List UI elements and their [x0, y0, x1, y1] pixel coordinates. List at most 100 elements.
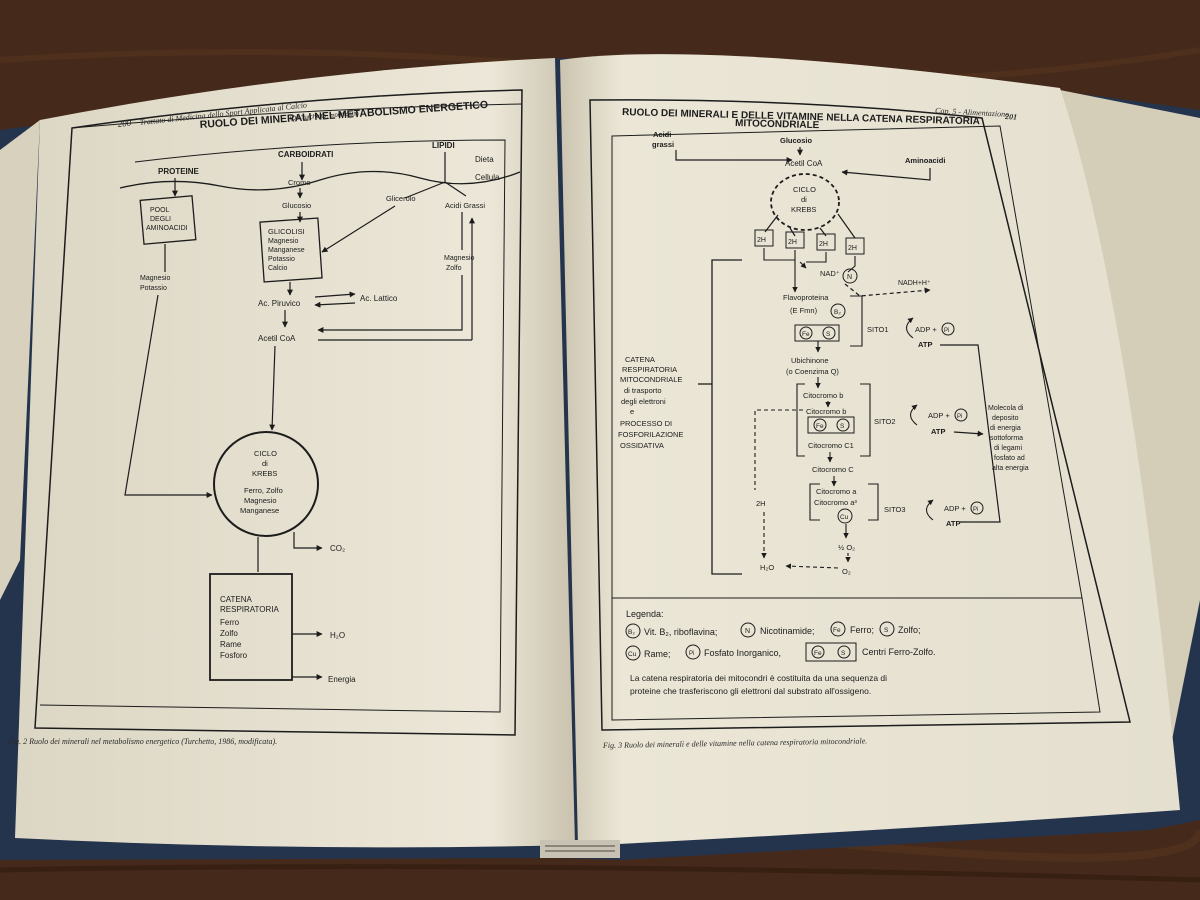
left-figure-subtitle: (Da Turchetto, modificata) — [290, 111, 359, 122]
svg-text:2H: 2H — [819, 241, 828, 248]
label-cellula: Cellula — [475, 173, 500, 182]
svg-text:FOSFORILAZIONE: FOSFORILAZIONE — [618, 430, 683, 439]
svg-text:Cromo: Cromo — [288, 178, 311, 187]
svg-text:RESPIRATORIA: RESPIRATORIA — [622, 365, 677, 374]
svg-text:degli elettroni: degli elettroni — [621, 397, 666, 406]
atp-site-1: ADP + Pi ATP — [905, 317, 955, 349]
svg-text:KREBS: KREBS — [252, 469, 277, 478]
svg-text:Glucosio: Glucosio — [780, 136, 813, 145]
svg-text:Ac. Lattico: Ac. Lattico — [360, 294, 398, 303]
svg-text:Pi: Pi — [957, 414, 962, 420]
svg-text:CICLO: CICLO — [793, 185, 816, 194]
left-figure-caption: Fig. 2 Ruolo dei minerali nel metabolism… — [7, 737, 277, 746]
svg-text:2H: 2H — [788, 239, 797, 246]
svg-text:Citocromo b: Citocromo b — [803, 391, 843, 400]
svg-text:Acetil CoA: Acetil CoA — [258, 334, 296, 343]
svg-text:CATENA: CATENA — [220, 595, 253, 604]
svg-text:2H: 2H — [757, 237, 766, 244]
svg-text:Fe: Fe — [814, 650, 822, 657]
svg-text:S: S — [826, 331, 831, 338]
legend: Legenda: B₂ Vit. B₂, riboflavina; N Nico… — [625, 609, 936, 696]
svg-text:Vit. B₂, riboflavina;: Vit. B₂, riboflavina; — [644, 627, 717, 637]
svg-text:O₂: O₂ — [842, 567, 851, 576]
svg-text:B₂: B₂ — [628, 629, 635, 636]
svg-text:ATP: ATP — [931, 427, 945, 436]
svg-text:Fosforo: Fosforo — [220, 651, 248, 660]
svg-text:La catena respiratoria dei mit: La catena respiratoria dei mitocondri è … — [630, 673, 887, 683]
svg-text:Glicerolo: Glicerolo — [386, 194, 416, 203]
svg-text:Magnesio: Magnesio — [444, 255, 474, 262]
svg-text:SITO1: SITO1 — [867, 325, 889, 334]
svg-text:Ubichinone: Ubichinone — [791, 356, 829, 365]
svg-text:2H: 2H — [756, 499, 766, 508]
svg-text:Citocromo C1: Citocromo C1 — [808, 441, 854, 450]
svg-text:MITOCONDRIALE: MITOCONDRIALE — [620, 375, 682, 384]
svg-text:e: e — [630, 407, 634, 416]
svg-text:grassi: grassi — [652, 140, 674, 149]
svg-text:Ferro, Zolfo: Ferro, Zolfo — [244, 486, 283, 495]
left-page — [15, 58, 575, 848]
svg-text:ADP +: ADP + — [928, 411, 950, 420]
right-figure-frame — [589, 99, 1131, 731]
svg-text:Glucosio: Glucosio — [282, 201, 311, 210]
svg-text:Centri Ferro-Zolfo.: Centri Ferro-Zolfo. — [862, 647, 936, 657]
legend-title: Legenda: — [626, 609, 664, 619]
svg-text:Nicotinamide;: Nicotinamide; — [760, 626, 815, 636]
svg-text:(o Coenzima Q): (o Coenzima Q) — [786, 367, 839, 376]
svg-text:Magnesio: Magnesio — [244, 496, 277, 505]
svg-text:fosfato ad: fosfato ad — [994, 455, 1025, 462]
svg-text:Magnesio: Magnesio — [268, 238, 298, 245]
svg-text:S: S — [840, 423, 845, 430]
svg-text:ADP +: ADP + — [944, 504, 966, 513]
svg-text:Ferro: Ferro — [220, 618, 240, 627]
svg-text:ATP: ATP — [918, 340, 932, 349]
svg-text:Manganese: Manganese — [240, 506, 279, 515]
svg-text:H₂O: H₂O — [330, 631, 345, 640]
svg-text:Acetil CoA: Acetil CoA — [785, 159, 823, 168]
atp-site-2: ADP + Pi ATP — [909, 404, 968, 436]
svg-text:Fe: Fe — [816, 423, 824, 430]
svg-text:S: S — [841, 650, 846, 657]
svg-text:Cu: Cu — [628, 651, 637, 658]
svg-text:Cu: Cu — [840, 514, 849, 521]
svg-text:Citocromo b: Citocromo b — [806, 407, 846, 416]
svg-text:Energia: Energia — [328, 675, 356, 684]
svg-text:N: N — [745, 628, 750, 635]
svg-text:Ferro;: Ferro; — [850, 625, 874, 635]
svg-text:Fosfato Inorganico,: Fosfato Inorganico, — [704, 648, 781, 658]
svg-text:Fe: Fe — [833, 627, 841, 634]
svg-text:proteine che trasferiscono gli: proteine che trasferiscono gli elettroni… — [630, 686, 871, 696]
svg-text:alta energia: alta energia — [992, 465, 1029, 472]
svg-text:CICLO: CICLO — [254, 449, 277, 458]
svg-text:S: S — [884, 627, 889, 634]
svg-text:Flavoproteina: Flavoproteina — [783, 293, 829, 302]
svg-text:POOL: POOL — [150, 207, 170, 214]
svg-text:Pi: Pi — [944, 328, 949, 334]
left-diagram: PROTEINE CARBOIDRATI LIPIDI Dieta Cellul… — [124, 141, 500, 684]
svg-text:sottoforma: sottoforma — [990, 435, 1023, 442]
svg-text:OSSIDATIVA: OSSIDATIVA — [620, 441, 664, 450]
svg-text:2H: 2H — [848, 245, 857, 252]
svg-text:CATENA: CATENA — [625, 355, 655, 364]
svg-text:Acidi: Acidi — [653, 130, 671, 139]
svg-text:deposito: deposito — [992, 415, 1019, 422]
svg-text:Acidi Grassi: Acidi Grassi — [445, 201, 485, 210]
svg-text:Molecola di: Molecola di — [988, 405, 1024, 412]
svg-text:di: di — [262, 459, 268, 468]
spine-headband — [540, 840, 620, 858]
svg-text:Citocromo a: Citocromo a — [816, 487, 857, 496]
svg-text:di legami: di legami — [994, 445, 1022, 452]
svg-text:Calcio: Calcio — [268, 265, 288, 272]
svg-text:Citocromo C: Citocromo C — [812, 465, 854, 474]
svg-text:Potassio: Potassio — [268, 256, 295, 263]
svg-text:Citocromo a³: Citocromo a³ — [814, 498, 857, 507]
svg-text:CO₂: CO₂ — [330, 544, 345, 553]
svg-text:N: N — [847, 274, 852, 281]
svg-text:SITO3: SITO3 — [884, 505, 906, 514]
svg-text:di: di — [801, 195, 807, 204]
svg-text:ADP +: ADP + — [915, 325, 937, 334]
svg-text:ATP: ATP — [946, 519, 960, 528]
svg-text:Rame;: Rame; — [644, 649, 671, 659]
page-number-right: 201 — [1004, 112, 1017, 122]
